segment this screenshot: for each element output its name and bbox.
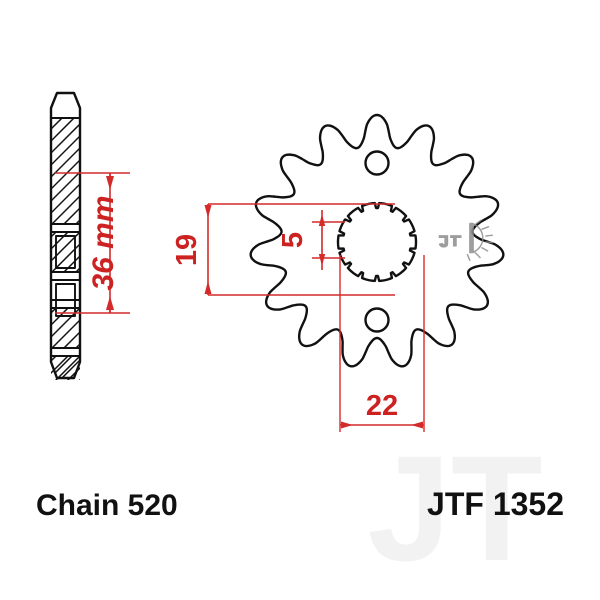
- bolt-hole-top: [364, 150, 390, 176]
- bottom-labels: Chain 520 JTF 1352: [36, 486, 564, 522]
- dimension-5-label: 5: [277, 232, 309, 248]
- watermark: JT: [367, 424, 542, 592]
- dimension-5: 5: [277, 210, 345, 270]
- dimension-19: 19: [171, 203, 395, 296]
- bolt-holes: [364, 150, 390, 333]
- watermark-text: JT: [367, 424, 542, 592]
- dimension-22-label: 22: [366, 390, 398, 422]
- part-number-label: JTF 1352: [427, 486, 564, 522]
- section-hatching-bottom: [51, 356, 80, 378]
- dimension-36mm-label: 36 mm: [87, 195, 120, 290]
- dimension-22: 22: [339, 255, 425, 432]
- splined-bore: [336, 201, 418, 283]
- side-section-view: [49, 91, 82, 380]
- jt-sunburst-logo: [438, 219, 493, 262]
- section-hatching: [51, 118, 80, 380]
- dimension-19-label: 19: [171, 234, 203, 266]
- hub-bore-windows: [55, 235, 76, 317]
- sprocket-body: [249, 113, 505, 368]
- bolt-hole-bottom: [364, 307, 390, 333]
- chain-label: Chain 520: [36, 489, 178, 522]
- dimension-36mm: 36 mm: [55, 172, 130, 314]
